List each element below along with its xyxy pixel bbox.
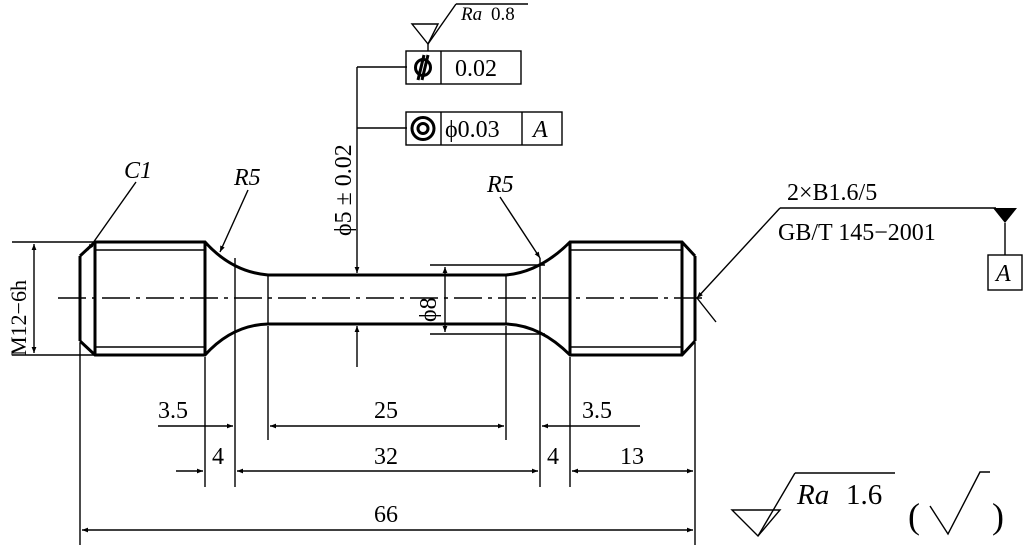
general-roughness-close-paren: )	[992, 496, 1004, 536]
coaxiality-icon	[410, 116, 436, 141]
roughness-top-param: Ra	[460, 4, 482, 25]
center-hole-line2: GB/T 145−2001	[778, 220, 936, 246]
shoulder-diameter-dimension: ϕ8	[416, 264, 545, 335]
dim-3-5-right: 3.5	[582, 398, 612, 424]
datum-symbol: A	[987, 208, 1023, 291]
dim-66: 66	[374, 502, 398, 528]
cylindricity-tolerance: 0.02	[455, 56, 497, 82]
general-roughness-value: 1.6	[846, 479, 882, 511]
center-hole-line1: 2×B1.6/5	[787, 180, 877, 206]
datum-triangle-icon	[993, 208, 1017, 223]
dim-3-5-left: 3.5	[158, 398, 188, 424]
roughness-top-value: 0.8	[491, 4, 515, 25]
radius-left-callout: R5	[219, 165, 261, 253]
thread-label: M12−6h	[6, 280, 31, 356]
cylindricity-icon	[414, 54, 432, 81]
coaxiality-frame: ϕ0.03 A	[405, 111, 563, 146]
datum-label: A	[994, 261, 1011, 287]
part-outline	[58, 240, 705, 357]
coaxiality-tolerance: ϕ0.03	[445, 117, 500, 143]
linear-dimensions: 3.5 25 3.5 4 32 4 13 66	[79, 326, 696, 545]
general-roughness-open-paren: (	[908, 496, 920, 536]
dim-13: 13	[620, 444, 644, 470]
shoulder-diameter-label: ϕ8	[416, 297, 442, 322]
checkmark-icon	[929, 471, 990, 536]
radius-left-label: R5	[233, 165, 261, 191]
lower-contour	[78, 322, 697, 357]
dim-4-left: 4	[212, 444, 224, 470]
dim-25: 25	[374, 398, 398, 424]
center-hole-callout: 2×B1.6/5 GB/T 145−2001	[696, 180, 996, 323]
chamfer-label: C1	[124, 158, 152, 184]
thread-dimension: M12−6h	[6, 241, 95, 356]
chamfer-callout: C1	[87, 158, 152, 251]
coaxiality-datum: A	[531, 117, 548, 143]
general-roughness-param: Ra	[796, 479, 829, 511]
roughness-top: Ra 0.8	[410, 3, 528, 51]
upper-contour	[78, 240, 697, 277]
neck-diameter-dimension: ϕ5 ± 0.02	[331, 66, 407, 367]
radius-right-label: R5	[486, 172, 514, 198]
dim-32: 32	[374, 444, 398, 470]
dim-4-right: 4	[547, 444, 559, 470]
neck-tolerance-label: ϕ5 ± 0.02	[331, 144, 357, 236]
general-roughness-symbol: Ra 1.6 ( )	[730, 471, 1004, 538]
radius-right-callout: R5	[486, 172, 541, 259]
cylindricity-frame: 0.02	[405, 50, 522, 85]
